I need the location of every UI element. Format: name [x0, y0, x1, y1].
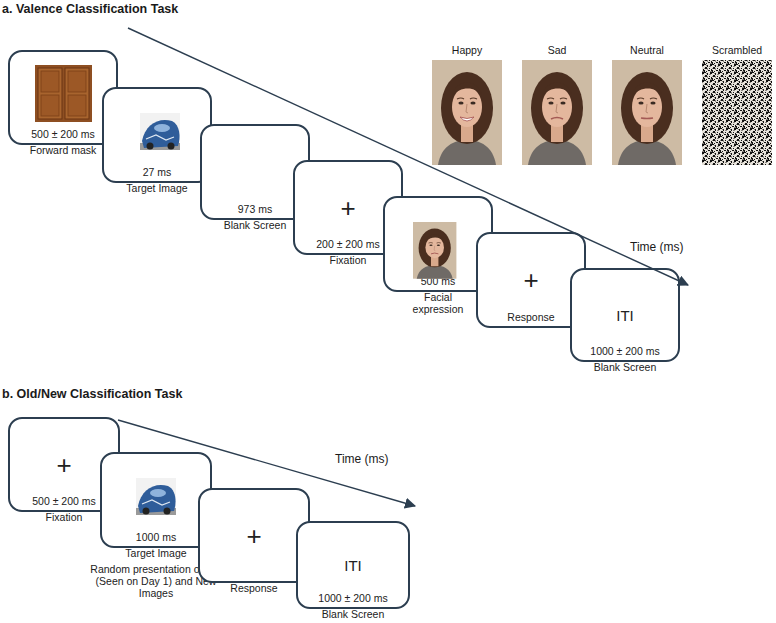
image-label: Scrambled	[712, 44, 762, 56]
face-image	[432, 60, 502, 165]
duration-label: 1000 ms	[100, 531, 212, 543]
screen-frame: ITI1000 ± 200 msBlank Screen	[296, 521, 410, 609]
screen-caption: Facial expression	[403, 291, 473, 315]
screen-caption: Target Image	[100, 547, 212, 559]
face-image	[413, 222, 456, 279]
mouth	[641, 117, 653, 119]
mouth	[431, 253, 438, 255]
panel-title: b. Old/New Classification Task	[2, 387, 182, 401]
door-panel	[68, 71, 86, 92]
time-arrow	[128, 28, 688, 285]
face-base	[413, 222, 456, 279]
target-image	[140, 113, 180, 150]
duration-label: 1000 ± 200 ms	[570, 345, 680, 357]
door-frame	[35, 65, 92, 122]
axis-label: Time (ms)	[335, 452, 389, 466]
duration-label: 1000 ± 200 ms	[296, 592, 410, 604]
door-panel	[68, 95, 86, 116]
time-arrow	[118, 420, 415, 506]
screen-caption: Blank Screen	[570, 361, 680, 373]
screen-caption: Response	[198, 582, 310, 594]
face-image	[522, 60, 592, 165]
face-base	[522, 60, 592, 165]
mouth	[460, 117, 474, 121]
duration-label: 27 ms	[102, 166, 212, 178]
screen-content: +	[198, 523, 310, 549]
axis-label: Time (ms)	[630, 240, 684, 254]
screen-caption: Target Image	[102, 182, 212, 194]
door-mask-image	[35, 65, 92, 122]
door-leaf	[65, 68, 89, 119]
face-image	[612, 60, 682, 165]
screen-frame: 1000 msTarget ImageRandom presentation o…	[100, 452, 212, 548]
panel-title: a. Valence Classification Task	[2, 2, 178, 16]
target-image	[136, 478, 176, 515]
image-label: Neutral	[630, 44, 664, 56]
image-label: Sad	[548, 44, 567, 56]
mouth	[551, 118, 563, 120]
door-leaf	[38, 68, 62, 119]
screen-caption: Blank Screen	[296, 608, 410, 620]
screen-frame: +Response	[198, 488, 310, 583]
screen-content: ITI	[570, 308, 680, 323]
face-base	[432, 60, 502, 165]
image-label: Happy	[452, 44, 482, 56]
scrambled-image	[702, 60, 772, 165]
screen-content: ITI	[296, 558, 410, 573]
door-panel	[41, 95, 59, 116]
face-base	[612, 60, 682, 165]
screen-frame: ITI1000 ± 200 msBlank Screen	[570, 268, 680, 362]
screen-frame: 27 msTarget Image	[102, 87, 212, 183]
door-panel	[41, 71, 59, 92]
